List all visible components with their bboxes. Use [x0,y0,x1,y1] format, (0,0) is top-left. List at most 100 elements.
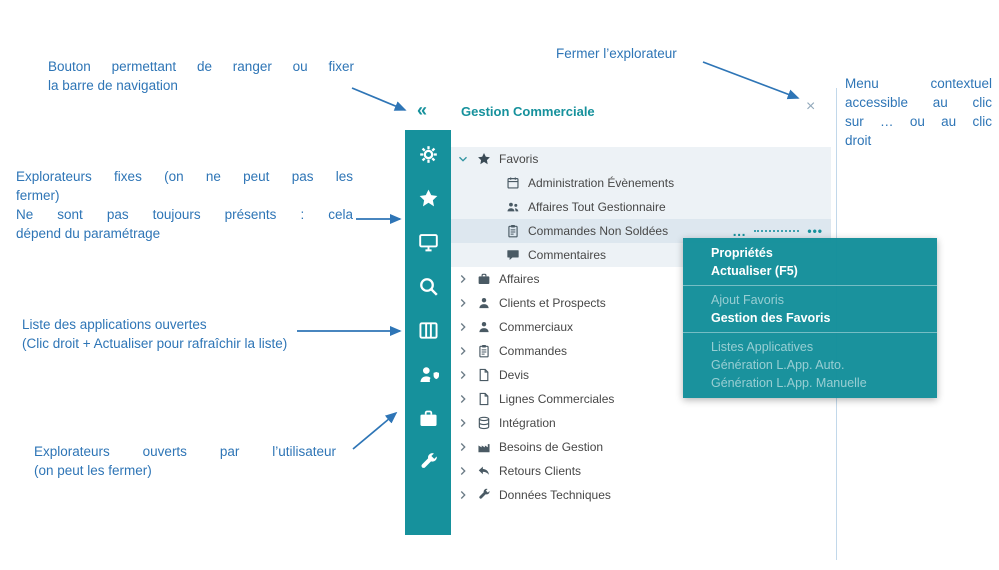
chevron-right-icon[interactable] [457,321,469,333]
tree-item-label: Clients et Prospects [499,296,606,310]
close-explorer-button[interactable]: × [806,98,816,115]
collapse-nav-button[interactable]: « [417,100,428,120]
tree-item-label: Commentaires [528,248,607,262]
search-icon [418,276,439,297]
context-menu-trigger-icon[interactable]: ••• [807,224,823,238]
tree-item-label: Commandes [499,344,568,358]
calendar-icon [506,176,520,190]
sidebar-item-tools[interactable] [405,440,451,484]
explorer-sidebar [405,130,451,535]
note-line: sur … ou au clic [845,114,992,129]
note-line: Bouton permettant de ranger ou fixer [48,59,354,74]
chevron-right-icon[interactable] [457,297,469,309]
tree-item-affaires[interactable]: Affaires [451,267,831,291]
chevron-right-icon[interactable] [457,465,469,477]
tree-item-label: Commerciaux [499,320,574,334]
tree-item-label: Retours Clients [499,464,582,478]
sidebar-item-favorites[interactable] [405,176,451,220]
menu-item-ajout-favoris[interactable]: Ajout Favoris [711,293,784,307]
note-line: Explorateurs ouverts par l’utilisateur [34,444,336,459]
chevron-right-icon[interactable] [457,417,469,429]
tree-item-lignes-commerciales[interactable]: Lignes Commerciales [451,387,831,411]
comment-icon [506,248,520,262]
tree-item-label: Administration Évènements [528,176,675,190]
note-line: accessible au clic [845,95,992,110]
menu-separator [683,285,937,286]
tree-item-administration-evenements[interactable]: Administration Évènements [451,171,831,195]
sidebar-item-briefcase[interactable] [405,396,451,440]
sidebar-item-settings[interactable] [405,132,451,176]
tree-item-commerciaux[interactable]: Commerciaux [451,315,831,339]
note-fixed-explorers: Explorateurs fixes (on ne peut pas les f… [16,167,353,243]
sidebar-item-screens[interactable] [405,220,451,264]
note-line: Liste des applications ouvertes [22,317,207,332]
clipboard-icon [506,224,520,238]
note-close-explorer: Fermer l’explorateur [556,44,677,63]
chevron-right-icon[interactable] [457,393,469,405]
document-icon [477,368,491,382]
arrow-to-collapse-button [351,87,407,111]
database-icon [477,416,491,430]
briefcase-icon [477,272,491,286]
dotted-leader-line [754,230,800,232]
menu-item-actualiser[interactable]: Actualiser (F5) [711,264,798,278]
star-icon [477,152,491,166]
note-line: Fermer l’explorateur [556,46,677,61]
note-line: Menu contextuel [845,76,992,91]
tree-item-favoris[interactable]: Favoris [451,147,831,171]
menu-item-gestion-des-favoris[interactable]: Gestion des Favoris [711,311,831,325]
chevron-right-icon[interactable] [457,369,469,381]
tree-item-commandes-non-soldees[interactable]: Commandes Non Soldées … ••• [451,219,831,243]
note-pin-button: Bouton permettant de ranger ou fixer la … [48,57,354,95]
menu-item-generation-lapp-auto[interactable]: Génération L.App. Auto. [711,358,845,372]
note-open-apps: Liste des applications ouvertes (Clic dr… [22,315,356,353]
gear-icon [418,144,439,165]
person-icon [477,296,491,310]
briefcase-icon [418,408,439,429]
wrench-icon [477,488,491,502]
columns-icon [418,320,439,341]
ellipsis-icon[interactable]: … [732,223,747,239]
note-line: dépend du paramétrage [16,226,161,241]
tree-item-label: Données Techniques [499,488,611,502]
menu-item-proprietes[interactable]: Propriétés [711,246,773,260]
chevron-right-icon[interactable] [457,273,469,285]
tree-item-label: Devis [499,368,530,382]
reply-icon [477,464,491,478]
tree-item-integration[interactable]: Intégration [451,411,831,435]
menu-item-generation-lapp-manuelle[interactable]: Génération L.App. Manuelle [711,376,867,390]
chevron-right-icon[interactable] [457,345,469,357]
tree-item-label: Commandes Non Soldées [528,224,669,238]
sidebar-item-search[interactable] [405,264,451,308]
note-line: la barre de navigation [48,78,178,93]
tree-item-donnees-techniques[interactable]: Données Techniques [451,483,831,507]
note-line: fermer) [16,188,60,203]
sidebar-item-user-shield[interactable] [405,352,451,396]
tree-item-commandes[interactable]: Commandes [451,339,831,363]
arrow-to-user-explorers-icon [352,411,398,450]
tree-item-affaires-tout-gestionnaire[interactable]: Affaires Tout Gestionnaire [451,195,831,219]
note-line: Ne sont pas toujours présents : cela [16,207,353,222]
chevron-down-icon[interactable] [457,153,469,165]
arrow-to-close-button [702,61,800,100]
tree-item-label: Favoris [499,152,539,166]
sidebar-item-applications[interactable] [405,308,451,352]
tree-item-label: Besoins de Gestion [499,440,604,454]
tree-item-besoins-de-gestion[interactable]: Besoins de Gestion [451,435,831,459]
tree-item-retours-clients[interactable]: Retours Clients [451,459,831,483]
person-icon [477,320,491,334]
tree-item-devis[interactable]: Devis [451,363,831,387]
tool-icon [418,452,439,473]
panel-title: Gestion Commerciale [461,104,595,119]
tree-item-label: Affaires Tout Gestionnaire [528,200,666,214]
tree-item-clients-et-prospects[interactable]: Clients et Prospects [451,291,831,315]
chevron-right-icon[interactable] [457,489,469,501]
star-icon [418,188,439,209]
factory-icon [477,440,491,454]
menu-item-listes-applicatives[interactable]: Listes Applicatives [711,340,814,354]
user-shield-icon [418,364,439,385]
chevron-right-icon[interactable] [457,441,469,453]
document-icon [477,392,491,406]
menu-separator [683,332,937,333]
